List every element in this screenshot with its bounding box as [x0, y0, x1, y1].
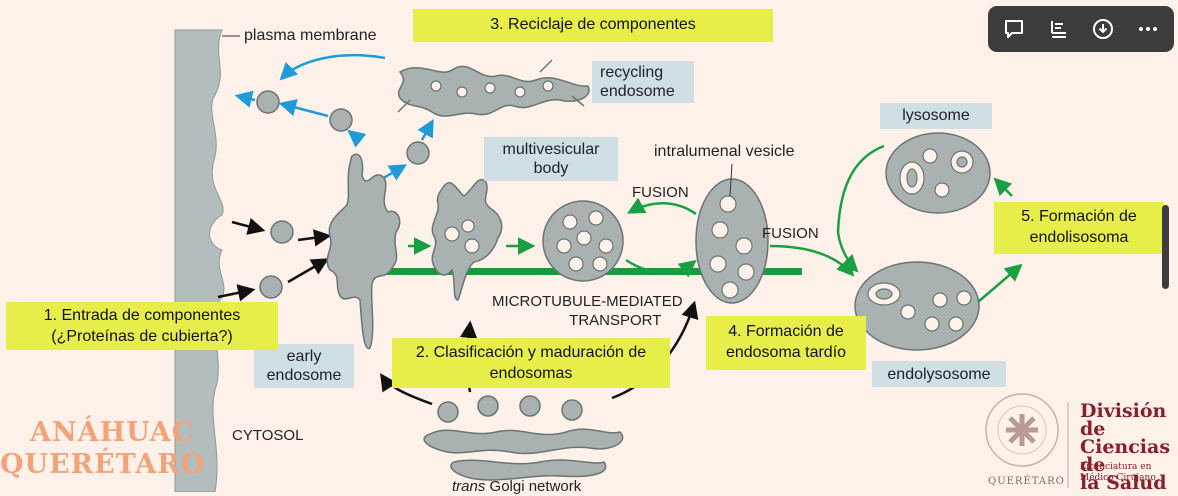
plasma-membrane-label: plasma membrane [244, 27, 377, 44]
maturing-endosome [431, 178, 503, 301]
entry-arrows [217, 217, 332, 302]
transport-vesicles [256, 90, 430, 299]
cytosol-label: CYTOSOL [232, 427, 304, 444]
more-icon [1138, 27, 1157, 31]
early-endosome [326, 153, 401, 350]
step-5-line2: endolisosoma [1029, 229, 1129, 246]
trans-golgi-label: trans Golgi network [452, 477, 581, 496]
step-1-box: 1. Entrada de componentes (¿Proteínas de… [6, 302, 278, 350]
university-seal [985, 393, 1059, 467]
step-3-box: 3. Reciclaje de componentes [413, 9, 773, 42]
division-subtitle: Licenciatura en Médico Cirujano [1080, 462, 1156, 484]
fusion-label-1: FUSION [632, 184, 689, 201]
notes-icon [1050, 21, 1066, 38]
download-button[interactable] [1084, 10, 1122, 48]
fusion-label-2: FUSION [762, 225, 819, 242]
division-subtitle-line1: Licenciatura en [1080, 462, 1152, 472]
division-title-line2: Ciencias de [1080, 436, 1171, 476]
step-4-line2: endosoma tardío [725, 344, 847, 361]
recycling-endosome-label: recycling endosome [592, 61, 694, 103]
step-2-line2: endosomas [489, 365, 573, 382]
brand-anahuac: ANÁHUAC [30, 417, 195, 448]
step-4-line1: 4. Formación de [728, 323, 844, 340]
notes-button[interactable] [1040, 10, 1078, 48]
endolysosome [854, 261, 980, 351]
microtubule-transport-label-line1: MICROTUBULE-MEDIATED [492, 293, 683, 310]
presentation-toolbar [988, 6, 1174, 52]
step-2-line1: 2. Clasificación y maduración de [415, 344, 647, 361]
multivesicular-body-label-line2: body [533, 160, 569, 177]
intralumenal-vesicle-label: intralumenal vesicle [654, 143, 795, 160]
comment-button[interactable] [995, 10, 1033, 48]
trans-golgi-label-italic: trans [452, 478, 486, 495]
trans-golgi-network [423, 395, 624, 481]
vertical-scrollbar[interactable] [1162, 205, 1169, 289]
trans-golgi-label-rest: Golgi network [485, 478, 582, 495]
download-icon [1093, 19, 1114, 39]
step-4-box: 4. Formación de endosoma tardío [706, 316, 866, 370]
early-endosome-label: early endosome [254, 344, 354, 388]
more-button[interactable] [1129, 10, 1167, 48]
multivesicular-body-label-line1: multivesicular [502, 141, 600, 158]
speech-bubble-icon [1005, 20, 1024, 38]
division-title: División de Ciencias de la Salud [1080, 400, 1178, 494]
step-2-box: 2. Clasificación y maduración de endosom… [392, 338, 670, 388]
recycling-endosome-label-line1: recycling [600, 64, 664, 81]
division-title-line3: la Salud [1080, 472, 1167, 494]
step-1-line2: (¿Proteínas de cubierta?) [51, 328, 233, 345]
maturation-arrows [408, 144, 1023, 303]
division-title-line1: División de [1080, 400, 1167, 440]
brand-queretaro: QUERÉTARO [0, 449, 206, 480]
microtubule-transport-label-line2: TRANSPORT [569, 312, 662, 329]
division-subtitle-line2: Médico Cirujano [1080, 473, 1156, 483]
plasma-membrane [174, 29, 225, 492]
seal-city-label: QUERÉTARO [988, 476, 1065, 487]
recycling-endosome-label-line2: endosome [600, 83, 675, 100]
microtubule-transport-label: MICROTUBULE-MEDIATED TRANSPORT [492, 292, 683, 330]
multivesicular-body-label: multivesicular body [484, 137, 618, 181]
endolysosome-label: endolysosome [872, 361, 1006, 387]
lysosome-label: lysosome [880, 103, 992, 129]
early-endosome-label-line1: early [286, 348, 322, 365]
step-5-line1: 5. Formación de [1021, 208, 1137, 225]
step-1-line1: 1. Entrada de componentes [43, 307, 241, 324]
early-endosome-label-line2: endosome [266, 367, 342, 384]
step-5-box: 5. Formación de endolisosoma [994, 202, 1164, 254]
